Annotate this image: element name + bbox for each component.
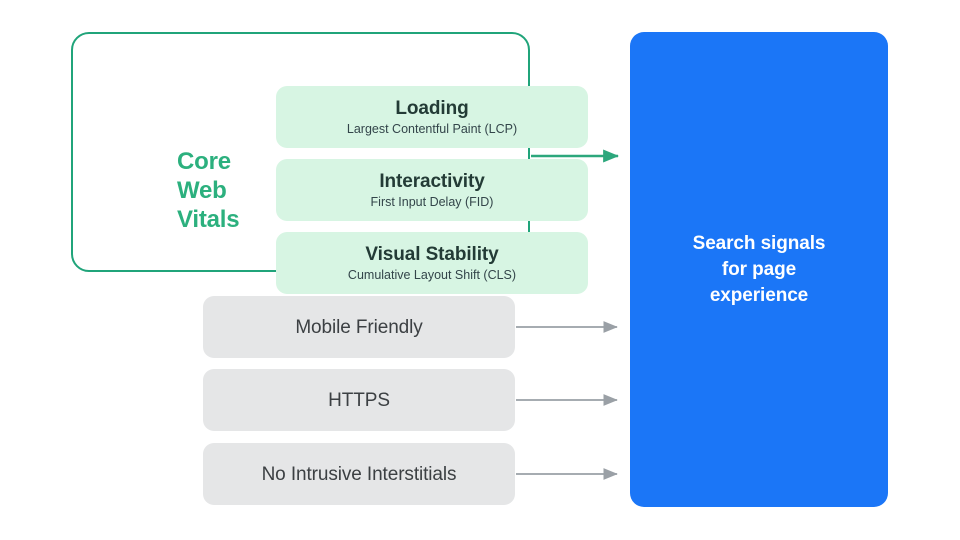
metric-card-loading[interactable]: Loading Largest Contentful Paint (LCP)	[276, 86, 588, 148]
metric-subtitle: First Input Delay (FID)	[370, 194, 494, 209]
search-signals-outcome-box[interactable]: Search signals for page experience	[630, 32, 888, 507]
metric-title: Visual Stability	[365, 243, 499, 265]
core-web-vitals-label-line-3: Vitals	[177, 206, 240, 233]
core-web-vitals-label-line-1: Core	[177, 148, 231, 175]
signal-label: HTTPS	[328, 389, 390, 411]
metric-title: Interactivity	[379, 170, 485, 192]
metric-subtitle: Largest Contentful Paint (LCP)	[346, 121, 518, 136]
signal-label: No Intrusive Interstitials	[261, 463, 457, 485]
core-web-vitals-label: Core Web Vitals	[177, 147, 269, 234]
signal-card-no-intrusive-interstitials[interactable]: No Intrusive Interstitials	[203, 443, 515, 505]
metric-card-visual-stability[interactable]: Visual Stability Cumulative Layout Shift…	[276, 232, 588, 294]
metric-title: Loading	[395, 97, 469, 119]
core-web-vitals-group: Core Web Vitals Loading Largest Contentf…	[71, 32, 588, 294]
signal-label: Mobile Friendly	[295, 316, 423, 338]
signal-card-https[interactable]: HTTPS	[203, 369, 515, 431]
metric-card-interactivity[interactable]: Interactivity First Input Delay (FID)	[276, 159, 588, 221]
metric-subtitle: Cumulative Layout Shift (CLS)	[347, 267, 517, 282]
signal-card-mobile-friendly[interactable]: Mobile Friendly	[203, 296, 515, 358]
core-web-vitals-label-line-2: Web	[177, 177, 227, 204]
outcome-text: Search signals for page experience	[692, 232, 826, 306]
